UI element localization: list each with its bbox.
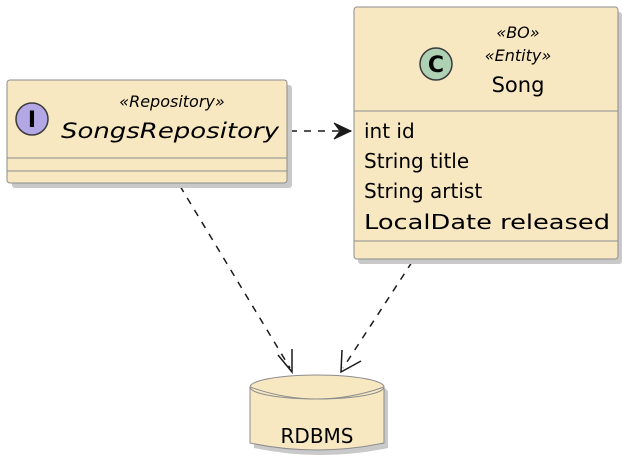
arrowhead-song-to-rdbms (340, 349, 362, 374)
edges (179, 122, 413, 375)
edge-repository-to-song (290, 122, 353, 140)
song-field: int id (364, 119, 415, 143)
song-name: Song (492, 73, 545, 97)
song-box (353, 6, 619, 260)
song-field: String artist (364, 179, 482, 203)
interface-icon-letter: I (28, 108, 36, 133)
song-node[interactable]: C «BO» «Entity» Song int id String title… (353, 6, 622, 264)
edge-song-to-rdbms (340, 261, 413, 374)
song-field: LocalDate released (364, 210, 610, 234)
arrowhead-repository-to-rdbms (277, 349, 293, 375)
repository-node[interactable]: I «Repository» SongsRepository (6, 79, 292, 188)
database-name: RDBMS (281, 424, 354, 448)
arrowhead-repository-to-song (333, 122, 353, 140)
repository-name: SongsRepository (61, 119, 280, 143)
edge-repository-to-rdbms (179, 185, 293, 375)
repository-box (6, 79, 288, 184)
song-stereotype-bo: «BO» (496, 23, 539, 42)
class-icon-letter: C (428, 53, 444, 78)
database-node[interactable]: RDBMS (249, 374, 388, 455)
repository-stereotype: «Repository» (119, 92, 225, 111)
song-stereotype-entity: «Entity» (485, 46, 551, 65)
database-icon (249, 374, 385, 451)
song-field: String title (364, 149, 469, 173)
class-icon: C (419, 47, 453, 81)
interface-icon: I (15, 102, 49, 136)
